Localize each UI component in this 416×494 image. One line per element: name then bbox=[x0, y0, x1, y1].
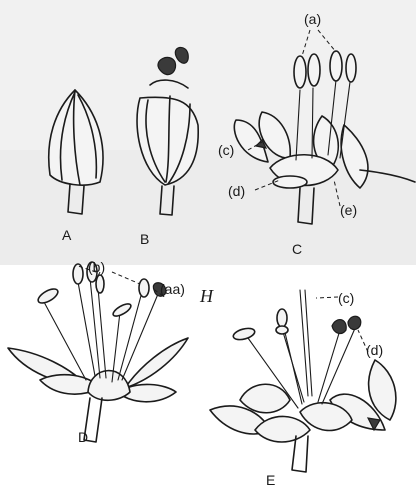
callout-e: (e) bbox=[340, 202, 357, 218]
callout-d-top: (d) bbox=[228, 183, 245, 199]
mark-h: H bbox=[199, 286, 214, 306]
label-e: E bbox=[266, 472, 275, 488]
callout-d-e: (d) bbox=[366, 342, 383, 358]
callout-c-top: (c) bbox=[218, 142, 234, 158]
label-c: C bbox=[292, 241, 302, 257]
callout-a: (a) bbox=[304, 11, 321, 27]
label-d: D bbox=[78, 429, 88, 445]
callout-aa: (aa) bbox=[160, 281, 185, 297]
flower-e bbox=[210, 290, 396, 472]
label-a: A bbox=[62, 227, 72, 243]
callout-c-e: (c) bbox=[338, 290, 354, 306]
label-b: B bbox=[140, 231, 149, 247]
callout-b: (b) bbox=[88, 259, 105, 275]
